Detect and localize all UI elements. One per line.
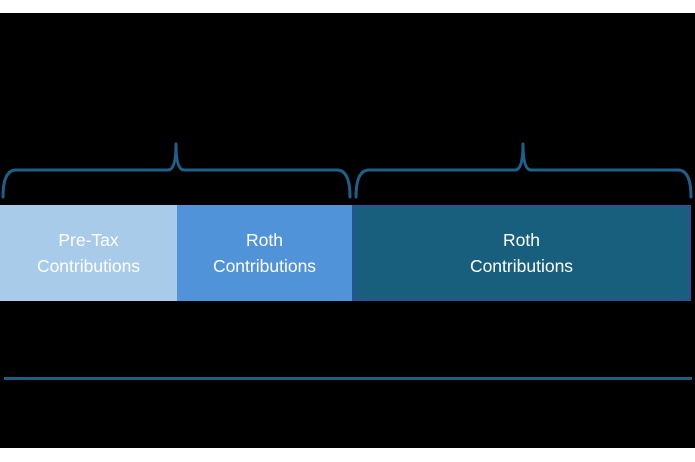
- bottom-margin-strip: [0, 448, 695, 462]
- bar-label-line: Contributions: [36, 256, 141, 276]
- bar-pretax-contributions: Pre-Tax Contributions: [0, 205, 177, 301]
- bar-label-line: Roth: [503, 230, 540, 250]
- bar-label-line: Contributions: [212, 256, 317, 276]
- divider-line: [4, 377, 692, 380]
- top-margin-strip: [0, 0, 695, 13]
- bar-label-line: Pre-Tax: [58, 230, 119, 250]
- bar-roth-contributions-large: Roth Contributions: [352, 205, 691, 301]
- bar-label-line: Contributions: [469, 256, 574, 276]
- bar-label-line: Roth: [246, 230, 283, 250]
- overbrace-right: [354, 142, 693, 199]
- bar-roth-contributions-small: Roth Contributions: [177, 205, 352, 301]
- overbrace-left: [1, 142, 352, 199]
